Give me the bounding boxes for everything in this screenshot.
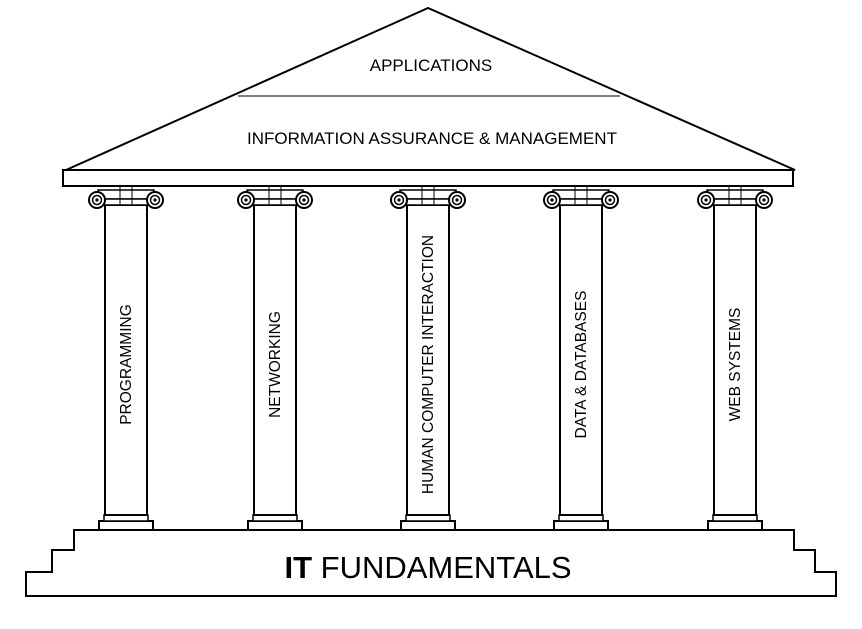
volute-center — [153, 198, 157, 202]
volute-center — [302, 198, 306, 202]
pillar-plinth — [98, 520, 154, 531]
volute-mid — [240, 194, 252, 206]
pillar-capital-neck — [103, 198, 149, 206]
foundation-label-normal: FUNDAMENTALS — [321, 550, 572, 585]
foundation-label-space — [312, 550, 321, 585]
volute-center — [95, 198, 99, 202]
left-volute-icon — [390, 191, 408, 209]
volute-mid — [91, 194, 103, 206]
pillar-plinth — [707, 520, 763, 531]
pillar: PROGRAMMING — [88, 186, 164, 531]
volute-center — [762, 198, 766, 202]
right-volute-icon — [448, 191, 466, 209]
pillar-shaft — [104, 204, 148, 516]
volute-center — [244, 198, 248, 202]
pillar: WEB SYSTEMS — [697, 186, 773, 531]
pillar-capital-bar — [97, 189, 155, 200]
volute-mid — [604, 194, 616, 206]
pillar-capital-neck — [558, 198, 604, 206]
volute-mid — [149, 194, 161, 206]
foundation-label-bold: IT — [284, 550, 312, 585]
roof: APPLICATIONS INFORMATION ASSURANCE & MAN… — [62, 6, 796, 187]
pillar-plinth — [553, 520, 609, 531]
pillar-label: WEB SYSTEMS — [727, 308, 744, 422]
volute-center — [455, 198, 459, 202]
pillar-shaft — [406, 204, 450, 516]
pillar-capital-neck — [712, 198, 758, 206]
pillar-shaft — [713, 204, 757, 516]
pillar: HUMAN COMPUTER INTERACTION — [390, 186, 466, 531]
left-volute-icon — [543, 191, 561, 209]
pillar: DATA & DATABASES — [543, 186, 619, 531]
volute-center — [608, 198, 612, 202]
pillar-shaft — [559, 204, 603, 516]
pillar-label: DATA & DATABASES — [573, 291, 590, 439]
volute-mid — [758, 194, 770, 206]
volute-mid — [451, 194, 463, 206]
pillar-plinth — [400, 520, 456, 531]
volute-center — [550, 198, 554, 202]
pillar-shaft — [253, 204, 297, 516]
roof-middle-label: INFORMATION ASSURANCE & MANAGEMENT — [247, 129, 617, 148]
pillar-capital-bar — [552, 189, 610, 200]
pillar-label: NETWORKING — [267, 311, 284, 418]
left-volute-icon — [237, 191, 255, 209]
right-volute-icon — [601, 191, 619, 209]
volute-mid — [393, 194, 405, 206]
right-volute-icon — [295, 191, 313, 209]
roof-top-label: APPLICATIONS — [370, 56, 493, 75]
volute-center — [397, 198, 401, 202]
pillar-capital-bar — [399, 189, 457, 200]
left-volute-icon — [88, 191, 106, 209]
pillar-label: HUMAN COMPUTER INTERACTION — [420, 235, 437, 494]
right-volute-icon — [755, 191, 773, 209]
pillar-capital-neck — [405, 198, 451, 206]
foundation-label: IT FUNDAMENTALS — [284, 550, 571, 585]
pillar-capital-bar — [706, 189, 764, 200]
pillar-capital-neck — [252, 198, 298, 206]
pillar: NETWORKING — [237, 186, 313, 531]
pillars-group: PROGRAMMING NETWORKING HUMAN COMPUTER INTE… — [88, 186, 773, 531]
volute-mid — [546, 194, 558, 206]
pillar-label: PROGRAMMING — [118, 304, 135, 425]
volute-mid — [700, 194, 712, 206]
roof-architrave — [62, 169, 794, 187]
foundation: IT FUNDAMENTALS — [25, 529, 837, 597]
left-volute-icon — [697, 191, 715, 209]
volute-mid — [298, 194, 310, 206]
pillar-capital-bar — [246, 189, 304, 200]
volute-center — [704, 198, 708, 202]
foundation-steps — [25, 529, 837, 597]
right-volute-icon — [146, 191, 164, 209]
pillar-plinth — [247, 520, 303, 531]
